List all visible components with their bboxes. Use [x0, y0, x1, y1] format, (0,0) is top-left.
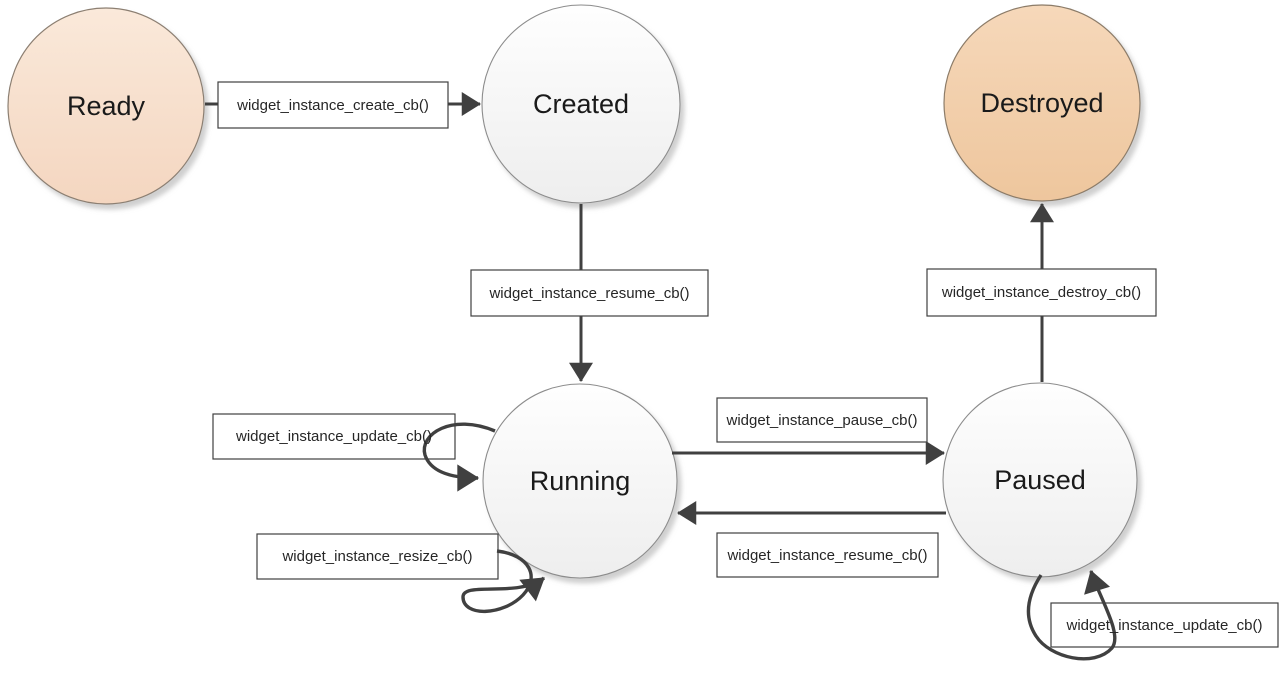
- state-label-destroyed: Destroyed: [980, 88, 1104, 118]
- label-box-pause: [716, 397, 928, 443]
- transition-label-create: widget_instance_create_cb(): [237, 96, 429, 114]
- label-box-resume-bottom: [716, 532, 939, 578]
- state-label-ready: Ready: [66, 91, 146, 121]
- state-label-running: Running: [529, 466, 631, 496]
- label-box-resume-top: [470, 269, 709, 317]
- transition-label-update-right: widget_instance_update_cb(): [1066, 616, 1263, 634]
- transition-label-pause: widget_instance_pause_cb(): [726, 411, 918, 429]
- label-box-update-left: [212, 413, 456, 460]
- label-box-create: [217, 81, 449, 129]
- state-node-created: [481, 4, 681, 204]
- state-node-ready: [7, 7, 205, 205]
- label-box-update-right: [1050, 602, 1279, 648]
- state-node-running: [482, 383, 678, 579]
- transition-label-update-left: widget_instance_update_cb(): [236, 428, 432, 445]
- state-node-destroyed: [943, 4, 1141, 202]
- self-loop-running-update: [422, 422, 496, 492]
- state-label-created: Created: [532, 89, 630, 119]
- state-label-paused: Paused: [994, 465, 1086, 495]
- label-box-destroy: [926, 268, 1157, 317]
- transition-label-destroy: widget_instance_destroy_cb(): [941, 284, 1142, 301]
- label-box-resize: [256, 533, 499, 580]
- self-loop-running-resize: [461, 549, 546, 614]
- transition-label-resume-top: widget_instance_resume_cb(): [489, 284, 690, 302]
- self-loop-paused-update: [1026, 569, 1117, 661]
- transition-label-resize: widget_instance_resize_cb(): [282, 548, 473, 565]
- transition-label-resume-bottom: widget_instance_resume_cb(): [727, 546, 928, 564]
